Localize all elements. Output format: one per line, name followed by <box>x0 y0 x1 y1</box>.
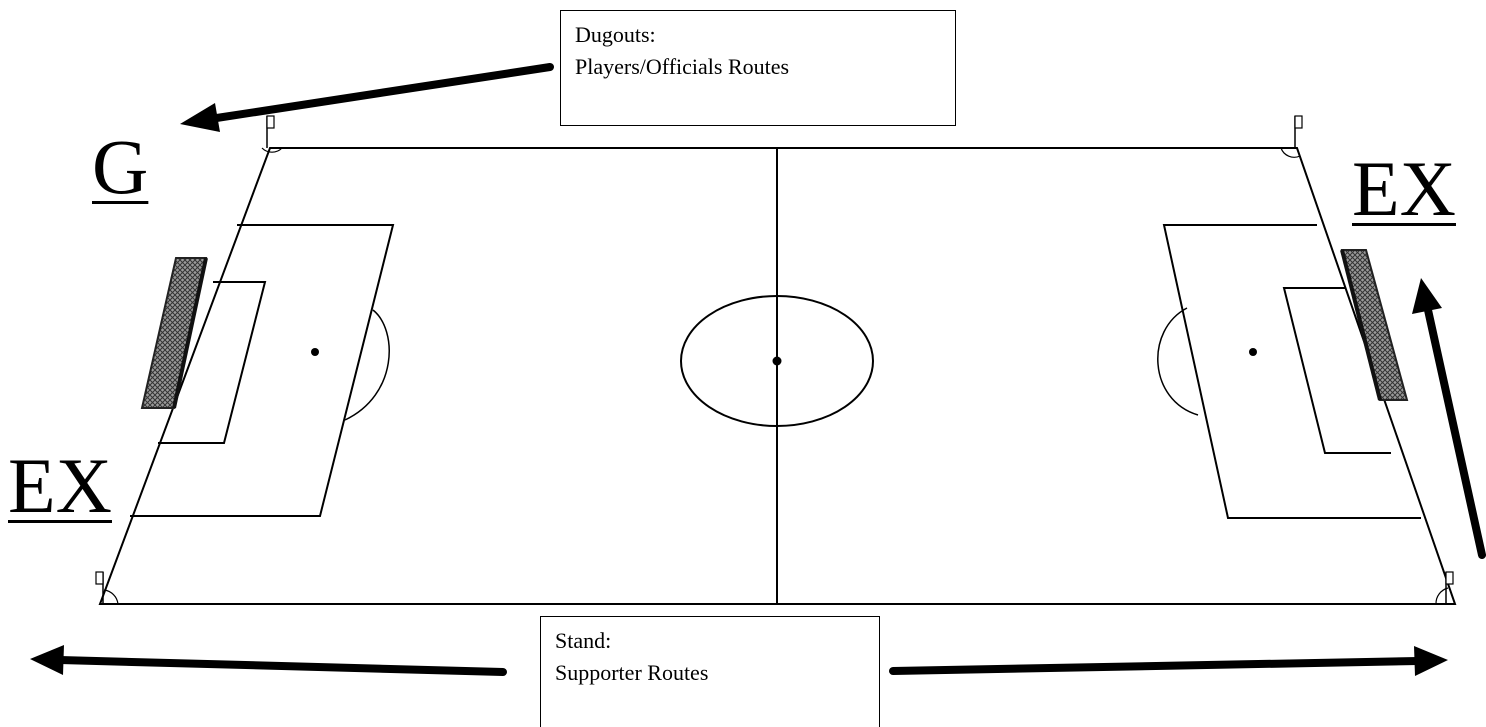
arrow-right-exit-up-icon <box>1412 278 1486 559</box>
arrow-dugouts-to-gate-icon <box>180 63 554 132</box>
right-goal-icon <box>1340 249 1409 401</box>
left-penalty-arc <box>344 309 390 421</box>
stand-label-box: Stand: Supporter Routes <box>540 616 880 727</box>
stand-title: Stand: <box>555 628 612 653</box>
arrow-stand-left-icon <box>30 645 507 676</box>
right-goal-area <box>1282 287 1391 454</box>
corner-flag-bottom-right-icon <box>1435 571 1454 605</box>
corner-flag-top-left-icon <box>261 115 283 153</box>
arrow-stand-right-icon <box>889 646 1448 676</box>
left-penalty-area <box>130 224 395 517</box>
right-penalty-arc <box>1157 307 1199 416</box>
centre-circle <box>680 295 874 427</box>
right-penalty-spot <box>1249 348 1257 356</box>
pitch-outline <box>98 147 1457 605</box>
left-goal-icon <box>140 257 208 409</box>
right-penalty-area <box>1162 224 1421 519</box>
dugouts-label-box: Dugouts: Players/Officials Routes <box>560 10 956 126</box>
corner-flag-top-right-icon <box>1280 115 1303 158</box>
exit-marker-right: EX <box>1352 145 1456 232</box>
dugouts-title: Dugouts: <box>575 22 656 47</box>
left-goal-area <box>158 281 267 444</box>
dugouts-subtitle: Players/Officials Routes <box>575 54 790 79</box>
corner-flag-bottom-left-icon <box>95 571 119 605</box>
centre-spot <box>772 356 782 366</box>
left-penalty-spot <box>311 348 319 356</box>
gate-marker: G <box>92 123 149 210</box>
stand-subtitle: Supporter Routes <box>555 660 709 685</box>
exit-marker-left: EX <box>8 442 112 529</box>
